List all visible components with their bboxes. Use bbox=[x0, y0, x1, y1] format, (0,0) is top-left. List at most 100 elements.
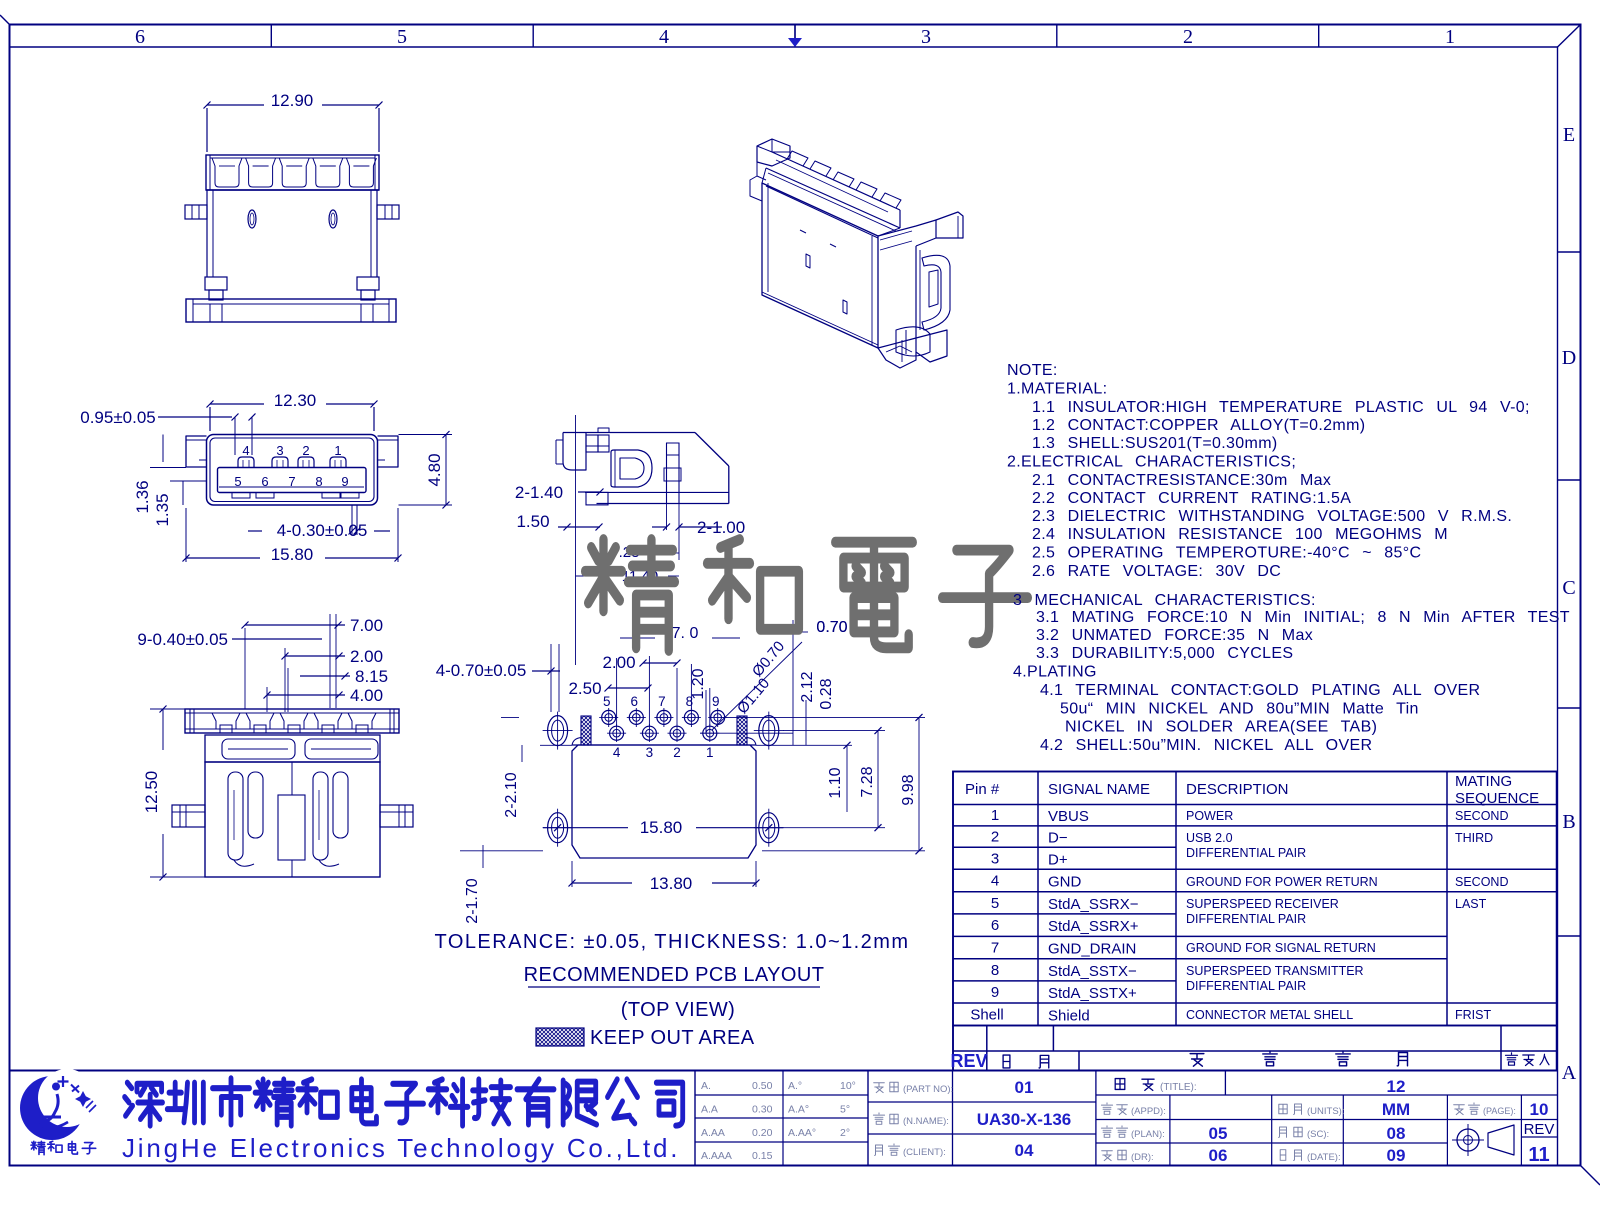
svg-text:9: 9 bbox=[712, 694, 720, 709]
svg-text:TOLERANCE: ±0.05, THICKNESS:: TOLERANCE: ±0.05, THICKNESS: 1.0~1.2mm bbox=[435, 931, 910, 953]
svg-text:A.: A. bbox=[701, 1080, 711, 1092]
svg-text:7. 0: 7. 0 bbox=[672, 625, 699, 642]
svg-text:2.50: 2.50 bbox=[568, 679, 601, 698]
svg-text:3: 3 bbox=[921, 26, 931, 48]
svg-text:50u“ MIN NICKEL AND 80u”MI: 50u“ MIN NICKEL AND 80u”MIN Matte Tin bbox=[1060, 701, 1419, 718]
svg-text:12: 12 bbox=[1387, 1077, 1406, 1096]
svg-text:RECOMMENDED PCB LAYOUT: RECOMMENDED PCB LAYOUT bbox=[524, 964, 825, 986]
svg-text:D−: D− bbox=[1048, 830, 1068, 847]
svg-text:9.98: 9.98 bbox=[900, 774, 917, 805]
svg-text:08: 08 bbox=[1387, 1124, 1406, 1143]
svg-text:0.95±0.05: 0.95±0.05 bbox=[80, 408, 156, 427]
svg-text:06: 06 bbox=[1209, 1146, 1228, 1165]
svg-text:SECOND: SECOND bbox=[1455, 809, 1508, 823]
svg-text:2: 2 bbox=[673, 745, 681, 760]
svg-text:NOTE:: NOTE: bbox=[1007, 362, 1058, 379]
svg-text:UA30-X-136: UA30-X-136 bbox=[977, 1110, 1072, 1129]
svg-text:8.15: 8.15 bbox=[355, 667, 388, 686]
svg-text:A: A bbox=[1562, 1062, 1577, 1084]
svg-text:0.70: 0.70 bbox=[816, 619, 847, 636]
svg-text:7: 7 bbox=[658, 694, 666, 709]
svg-text:2.2 CONTACT CURRENT RATING:: 2.2 CONTACT CURRENT RATING:1.5A bbox=[1032, 490, 1351, 507]
svg-text:JingHe Electronics Technolog: JingHe Electronics Technology Co.,Ltd. bbox=[122, 1133, 680, 1163]
svg-text:B: B bbox=[1562, 811, 1575, 833]
svg-text:9-0.40±0.05: 9-0.40±0.05 bbox=[137, 630, 228, 649]
svg-text:6: 6 bbox=[261, 474, 268, 489]
svg-text:2.12: 2.12 bbox=[799, 671, 816, 702]
svg-text:DESCRIPTION: DESCRIPTION bbox=[1186, 781, 1289, 798]
svg-text:StdA_SSTX−: StdA_SSTX− bbox=[1048, 963, 1137, 980]
svg-text:0.28: 0.28 bbox=[818, 678, 835, 709]
svg-text:4: 4 bbox=[991, 873, 999, 890]
svg-text:13.80: 13.80 bbox=[650, 874, 693, 893]
svg-text:(DATE):: (DATE): bbox=[1307, 1152, 1341, 1163]
svg-text:5: 5 bbox=[603, 694, 611, 709]
svg-text:2-1.40: 2-1.40 bbox=[515, 483, 563, 502]
svg-text:2: 2 bbox=[1183, 26, 1193, 48]
svg-text:6: 6 bbox=[631, 694, 639, 709]
svg-text:4-0.70±0.05: 4-0.70±0.05 bbox=[436, 661, 527, 680]
svg-text:10°: 10° bbox=[840, 1080, 856, 1092]
svg-text:2.6 RATE VOLTAGE: 30V DC: 2.6 RATE VOLTAGE: 30V DC bbox=[1032, 563, 1281, 580]
svg-text:12.50: 12.50 bbox=[142, 771, 161, 814]
svg-text:2.1 CONTACTRESISTANCE:30m Ma: 2.1 CONTACTRESISTANCE:30m Max bbox=[1032, 472, 1331, 489]
svg-text:4.2 SHELL:50u”MIN. NICKEL A: 4.2 SHELL:50u”MIN. NICKEL ALL OVER bbox=[1040, 737, 1372, 754]
svg-text:5: 5 bbox=[991, 895, 999, 912]
svg-text:7: 7 bbox=[288, 474, 295, 489]
svg-text:THIRD: THIRD bbox=[1455, 831, 1493, 845]
svg-text:3.1 MATING FORCE:10 N Mi: 3.1 MATING FORCE:10 N Min INITIAL; 8 N M… bbox=[1036, 609, 1570, 626]
svg-text:(CLIENT):: (CLIENT): bbox=[903, 1147, 946, 1158]
svg-text:3: 3 bbox=[991, 850, 999, 867]
svg-text:1.36: 1.36 bbox=[133, 480, 152, 513]
svg-text:9: 9 bbox=[991, 984, 999, 1001]
svg-text:DIFFERENTIAL PAIR: DIFFERENTIAL PAIR bbox=[1186, 846, 1306, 860]
svg-text:2.4 INSULATION RESISTANCE 1: 2.4 INSULATION RESISTANCE 100 MEGOHMS M bbox=[1032, 526, 1448, 543]
svg-text:D+: D+ bbox=[1048, 851, 1068, 868]
svg-text:0.50: 0.50 bbox=[752, 1080, 773, 1092]
svg-text:8: 8 bbox=[991, 962, 999, 979]
svg-text:(APPD):: (APPD): bbox=[1131, 1106, 1166, 1117]
svg-text:KEEP OUT AREA: KEEP OUT AREA bbox=[590, 1027, 755, 1049]
svg-text:4.1 TERMINAL CONTACT:GOLD P: 4.1 TERMINAL CONTACT:GOLD PLATING ALL OV… bbox=[1040, 682, 1480, 699]
svg-text:1.10: 1.10 bbox=[827, 767, 844, 798]
svg-text:(SC):: (SC): bbox=[1307, 1129, 1329, 1140]
svg-text:4.PLATING: 4.PLATING bbox=[1013, 664, 1097, 681]
svg-text:GROUND FOR SIGNAL RETURN: GROUND FOR SIGNAL RETURN bbox=[1186, 941, 1376, 955]
svg-text:11: 11 bbox=[1528, 1144, 1549, 1166]
svg-text:1: 1 bbox=[1445, 26, 1455, 48]
svg-text:Shell: Shell bbox=[970, 1006, 1003, 1023]
svg-text:A.°: A.° bbox=[788, 1080, 802, 1092]
svg-text:2.ELECTRICAL CHARACTERISTICS;: 2.ELECTRICAL CHARACTERISTICS; bbox=[1007, 454, 1296, 471]
svg-text:(PLAN):: (PLAN): bbox=[1131, 1129, 1165, 1140]
svg-text:7.00: 7.00 bbox=[350, 616, 383, 635]
svg-text:01: 01 bbox=[1015, 1078, 1034, 1097]
svg-text:NICKEL IN SOLDER AREA(SEE: NICKEL IN SOLDER AREA(SEE TAB) bbox=[1065, 719, 1377, 736]
svg-text:Pin #: Pin # bbox=[965, 781, 1000, 798]
svg-text:2: 2 bbox=[991, 829, 999, 846]
svg-text:2°: 2° bbox=[840, 1127, 850, 1139]
svg-text:1.3 SHELL:SUS201(T=0.30mm): 1.3 SHELL:SUS201(T=0.30mm) bbox=[1032, 435, 1278, 452]
svg-text:5°: 5° bbox=[840, 1103, 850, 1115]
svg-text:2.00: 2.00 bbox=[350, 647, 383, 666]
svg-text:1: 1 bbox=[334, 443, 341, 458]
svg-text:2: 2 bbox=[302, 443, 309, 458]
svg-text:12.30: 12.30 bbox=[274, 391, 317, 410]
svg-text:15.80: 15.80 bbox=[640, 818, 683, 837]
svg-text:9: 9 bbox=[341, 474, 348, 489]
svg-text:GND: GND bbox=[1048, 874, 1082, 891]
svg-text:6: 6 bbox=[135, 26, 145, 48]
svg-text:2.5 OPERATING TEMPEROTURE:-4: 2.5 OPERATING TEMPEROTURE:-40°C ~ 85°C bbox=[1032, 545, 1421, 562]
svg-text:2-2.10: 2-2.10 bbox=[503, 772, 520, 817]
svg-text:MM: MM bbox=[1382, 1100, 1410, 1119]
svg-text:StdA_SSRX−: StdA_SSRX− bbox=[1048, 896, 1139, 913]
svg-text:GROUND FOR POWER RETURN: GROUND FOR POWER RETURN bbox=[1186, 875, 1378, 889]
svg-text:15.80: 15.80 bbox=[271, 545, 314, 564]
svg-text:1.MATERIAL:: 1.MATERIAL: bbox=[1007, 381, 1107, 398]
svg-text:3.2 UNMATED FORCE:35 N Max: 3.2 UNMATED FORCE:35 N Max bbox=[1036, 627, 1313, 644]
svg-text:A.AAA: A.AAA bbox=[701, 1150, 732, 1162]
svg-text:2.00: 2.00 bbox=[602, 653, 635, 672]
svg-text:DIFFERENTIAL PAIR: DIFFERENTIAL PAIR bbox=[1186, 979, 1306, 993]
svg-text:REV: REV bbox=[1524, 1121, 1555, 1138]
svg-text:1.50: 1.50 bbox=[516, 512, 549, 531]
svg-text:SECOND: SECOND bbox=[1455, 875, 1508, 889]
